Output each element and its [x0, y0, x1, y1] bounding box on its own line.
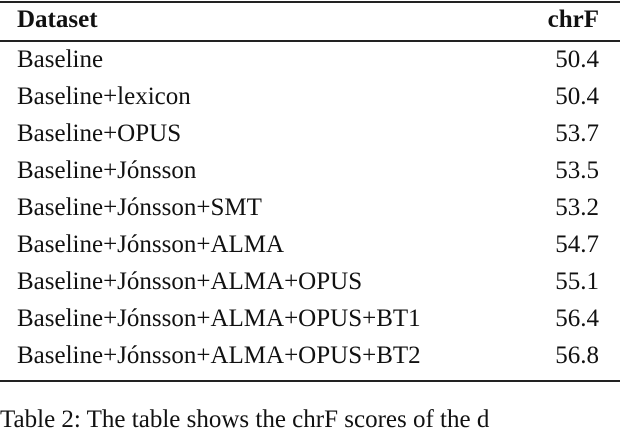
chrf-cell: 55.1 [555, 268, 599, 295]
table-header-row: Dataset chrF [0, 5, 620, 35]
table-caption: Table 2: The table shows the chrF scores… [0, 406, 490, 433]
table-row: Baseline+OPUS 53.7 [0, 119, 620, 149]
dataset-cell: Baseline+Jónsson+ALMA+OPUS+BT1 [17, 305, 421, 332]
dataset-cell: Baseline+Jónsson+SMT [17, 194, 262, 221]
table-bottom-rule [0, 380, 620, 382]
dataset-cell: Baseline+Jónsson+ALMA+OPUS+BT2 [17, 342, 421, 369]
table-row: Baseline+Jónsson+SMT 53.2 [0, 193, 620, 223]
chrf-cell: 56.8 [555, 342, 599, 369]
table-row: Baseline+Jónsson 53.5 [0, 156, 620, 186]
chrf-cell: 53.7 [555, 120, 599, 147]
dataset-cell: Baseline+Jónsson [17, 157, 197, 184]
table-top-rule [0, 1, 620, 3]
table-row: Baseline+Jónsson+ALMA+OPUS+BT2 56.8 [0, 341, 620, 371]
dataset-cell: Baseline+Jónsson+ALMA+OPUS [17, 268, 363, 295]
column-header-dataset: Dataset [17, 6, 98, 33]
column-header-chrf: chrF [547, 6, 599, 33]
chrf-cell: 53.2 [555, 194, 599, 221]
table-row: Baseline+Jónsson+ALMA+OPUS+BT1 56.4 [0, 304, 620, 334]
table-row: Baseline 50.4 [0, 45, 620, 75]
dataset-cell: Baseline+OPUS [17, 120, 182, 147]
table-header-rule [0, 40, 620, 42]
chrf-cell: 50.4 [555, 46, 599, 73]
dataset-cell: Baseline [17, 46, 104, 73]
table-row: Baseline+Jónsson+ALMA+OPUS 55.1 [0, 267, 620, 297]
table-row: Baseline+Jónsson+ALMA 54.7 [0, 230, 620, 260]
dataset-cell: Baseline+Jónsson+ALMA [17, 231, 285, 258]
chrf-cell: 54.7 [555, 231, 599, 258]
chrf-cell: 50.4 [555, 83, 599, 110]
chrf-cell: 53.5 [555, 157, 599, 184]
table-row: Baseline+lexicon 50.4 [0, 82, 620, 112]
dataset-cell: Baseline+lexicon [17, 83, 191, 110]
chrf-cell: 56.4 [555, 305, 599, 332]
